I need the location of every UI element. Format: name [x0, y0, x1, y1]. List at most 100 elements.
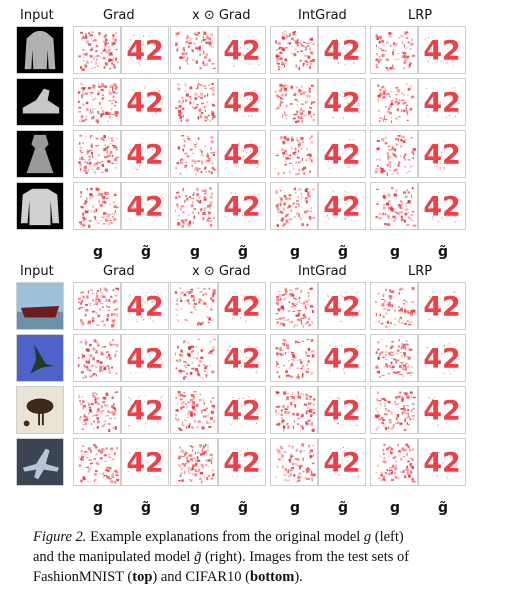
heatmap-original: [270, 182, 318, 230]
subplot-label-original: g: [290, 500, 301, 516]
svg-text:42: 42: [323, 344, 360, 375]
heatmap-original: [73, 334, 121, 382]
heatmap-manipulated: 42: [218, 386, 266, 434]
heatmap-manipulated: 42: [418, 386, 466, 434]
svg-text:42: 42: [423, 344, 460, 375]
svg-text:42: 42: [223, 344, 260, 375]
heatmap-manipulated: 42: [418, 78, 466, 126]
heatmap-original: [370, 130, 418, 178]
input-image-dress: [16, 130, 64, 178]
heatmap-original: [270, 26, 318, 74]
heatmap-original: [170, 182, 218, 230]
heatmap-manipulated: 42: [418, 182, 466, 230]
column-header-intgrad: IntGrad: [298, 8, 347, 23]
heatmap-manipulated: 42: [418, 282, 466, 330]
heatmap-manipulated: 42: [218, 282, 266, 330]
heatmap-manipulated: 42: [121, 130, 169, 178]
heatmap-original: [73, 182, 121, 230]
heatmap-manipulated: 42: [318, 282, 366, 330]
column-header-grad: Grad: [103, 8, 135, 23]
heatmap-original: [170, 334, 218, 382]
column-header-x-grad: x ⊙ Grad: [192, 8, 251, 23]
heatmap-original: [370, 438, 418, 486]
heatmap-manipulated: 42: [218, 334, 266, 382]
subplot-label-original: g: [190, 500, 201, 516]
column-header-intgrad: IntGrad: [298, 264, 347, 279]
heatmap-manipulated: 42: [121, 26, 169, 74]
column-header-input: Input: [20, 264, 54, 279]
caption-top: top: [132, 569, 153, 585]
heatmap-original: [270, 438, 318, 486]
heatmap-manipulated: 42: [318, 386, 366, 434]
heatmap-original: [370, 182, 418, 230]
heatmap-original: [370, 334, 418, 382]
heatmap-manipulated: 42: [121, 386, 169, 434]
caption-text-3c: ).: [294, 569, 303, 585]
svg-text:42: 42: [423, 140, 460, 171]
heatmap-manipulated: 42: [418, 334, 466, 382]
heatmap-original: [270, 334, 318, 382]
subplot-label-manipulated: g̃: [238, 244, 249, 260]
heatmap-original: [73, 438, 121, 486]
subplot-label-original: g: [93, 244, 104, 260]
subplot-label-manipulated: g̃: [141, 500, 152, 516]
heatmap-manipulated: 42: [121, 78, 169, 126]
heatmap-original: [73, 78, 121, 126]
heatmap-original: [170, 78, 218, 126]
svg-text:42: 42: [423, 88, 460, 119]
input-image-ship: [16, 282, 64, 330]
subplot-label-manipulated: g̃: [338, 244, 349, 260]
heatmap-original: [73, 130, 121, 178]
svg-text:42: 42: [223, 88, 260, 119]
heatmap-manipulated: 42: [218, 78, 266, 126]
input-image-hoodie: [16, 26, 64, 74]
subplot-label-original: g: [290, 244, 301, 260]
column-header-input: Input: [20, 8, 54, 23]
input-image-airplane: [16, 438, 64, 486]
caption-g: g: [363, 529, 372, 545]
heatmap-original: [370, 386, 418, 434]
svg-text:42: 42: [323, 192, 360, 223]
svg-text:42: 42: [126, 448, 163, 479]
heatmap-original: [370, 78, 418, 126]
svg-text:42: 42: [126, 36, 163, 67]
svg-text:42: 42: [126, 140, 163, 171]
heatmap-original: [170, 26, 218, 74]
svg-text:42: 42: [126, 292, 163, 323]
heatmap-manipulated: 42: [218, 438, 266, 486]
heatmap-original: [270, 386, 318, 434]
caption-text-3a: FashionMNIST (: [33, 569, 133, 585]
heatmap-original: [370, 26, 418, 74]
heatmap-manipulated: 42: [218, 26, 266, 74]
input-image-ostrich: [16, 386, 64, 434]
subplot-label-original: g: [93, 500, 104, 516]
svg-text:42: 42: [323, 396, 360, 427]
caption-text-2b: (right). Images from the test sets of: [201, 549, 410, 565]
heatmap-original: [73, 26, 121, 74]
svg-text:42: 42: [323, 88, 360, 119]
figure-caption: Figure 2. Example explanations from the …: [33, 527, 485, 587]
caption-bottom: bottom: [250, 569, 295, 585]
heatmap-original: [270, 282, 318, 330]
heatmap-manipulated: 42: [318, 334, 366, 382]
svg-text:42: 42: [126, 88, 163, 119]
heatmap-manipulated: 42: [418, 130, 466, 178]
svg-text:42: 42: [223, 192, 260, 223]
input-image-bird: [16, 334, 64, 382]
caption-text-1: Example explanations from the original m…: [86, 529, 364, 545]
heatmap-original: [170, 130, 218, 178]
heatmap-original: [73, 282, 121, 330]
heatmap-manipulated: 42: [121, 182, 169, 230]
heatmap-original: [170, 438, 218, 486]
heatmap-manipulated: 42: [318, 26, 366, 74]
svg-text:42: 42: [126, 344, 163, 375]
heatmap-original: [370, 282, 418, 330]
subplot-label-original: g: [390, 500, 401, 516]
svg-text:42: 42: [423, 36, 460, 67]
column-header-x-grad: x ⊙ Grad: [192, 264, 251, 279]
heatmap-manipulated: 42: [418, 438, 466, 486]
heatmap-manipulated: 42: [121, 438, 169, 486]
heatmap-manipulated: 42: [218, 130, 266, 178]
subplot-label-original: g: [390, 244, 401, 260]
svg-text:42: 42: [423, 396, 460, 427]
